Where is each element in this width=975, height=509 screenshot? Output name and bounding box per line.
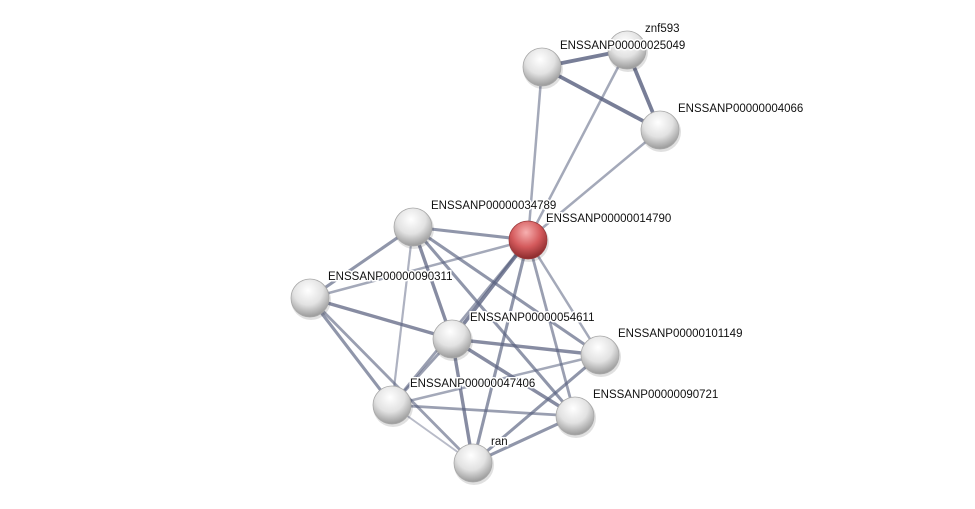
node-label[interactable]: ENSSANP00000047406 xyxy=(409,377,537,392)
query-node-sphere[interactable] xyxy=(508,220,548,260)
node-label[interactable]: znf593 xyxy=(644,22,682,37)
node-label[interactable]: ENSSANP00000101149 xyxy=(617,327,744,342)
node-label[interactable]: ENSSANP00000004066 xyxy=(677,102,805,117)
edge-c-f[interactable] xyxy=(308,297,394,406)
node-label[interactable]: ENSSANP00000014790 xyxy=(545,212,673,227)
edge-f-h[interactable] xyxy=(391,403,576,418)
network-node[interactable] xyxy=(372,385,413,427)
node-sphere[interactable] xyxy=(580,335,620,375)
edge-z-r[interactable] xyxy=(526,49,629,241)
labels-layer: ENSSANP00000025049 znf593ENSSANP000000040… xyxy=(327,22,805,450)
node-label[interactable]: ran xyxy=(490,435,510,450)
network-node[interactable] xyxy=(453,443,494,485)
edge-c-d[interactable] xyxy=(309,296,453,341)
edge-r-e[interactable] xyxy=(526,239,602,356)
network-node[interactable] xyxy=(580,335,621,377)
edge-a-r[interactable] xyxy=(526,66,544,241)
nodes-layer xyxy=(290,30,681,485)
edge-b-h[interactable] xyxy=(411,225,577,418)
network-node[interactable] xyxy=(432,319,473,361)
edge-d-n[interactable] xyxy=(450,338,475,464)
node-label[interactable]: ENSSANP00000090721 xyxy=(592,388,720,403)
edge-r-n[interactable] xyxy=(471,239,530,464)
node-sphere[interactable] xyxy=(522,47,562,87)
edge-c-n[interactable] xyxy=(309,297,474,464)
node-sphere[interactable] xyxy=(432,319,472,359)
node-label[interactable]: ENSSANP00000054611 xyxy=(469,311,596,326)
edge-b-d[interactable] xyxy=(411,226,454,340)
network-node[interactable] xyxy=(607,30,648,72)
edge-d-h[interactable] xyxy=(451,337,576,418)
node-sphere[interactable] xyxy=(555,396,595,436)
node-sphere[interactable] xyxy=(640,110,680,150)
edge-b-c[interactable] xyxy=(309,225,414,300)
node-sphere[interactable] xyxy=(607,30,647,70)
node-sphere[interactable] xyxy=(453,443,493,483)
node-sphere[interactable] xyxy=(290,278,330,318)
edge-g-r[interactable] xyxy=(527,129,661,241)
node-label[interactable]: ENSSANP00000034789 xyxy=(430,199,558,214)
edges-layer xyxy=(308,48,662,465)
edge-r-h[interactable] xyxy=(526,239,577,417)
edge-r-c[interactable] xyxy=(309,238,529,300)
network-node[interactable] xyxy=(508,220,549,262)
network-node[interactable] xyxy=(640,110,681,152)
node-label[interactable]: ENSSANP00000025049 xyxy=(559,39,687,54)
network-node[interactable] xyxy=(522,47,563,89)
network-node[interactable] xyxy=(393,207,434,249)
edge-e-n[interactable] xyxy=(471,353,602,465)
network-node[interactable] xyxy=(290,278,331,320)
node-sphere[interactable] xyxy=(393,207,433,247)
network-node[interactable] xyxy=(555,396,596,438)
edge-f-e[interactable] xyxy=(391,353,601,407)
edge-b-f[interactable] xyxy=(390,226,415,406)
edge-d-e[interactable] xyxy=(451,337,601,357)
node-sphere[interactable] xyxy=(372,385,412,425)
edge-b-e[interactable] xyxy=(412,225,601,357)
node-label[interactable]: ENSSANP00000090311 xyxy=(327,270,454,285)
